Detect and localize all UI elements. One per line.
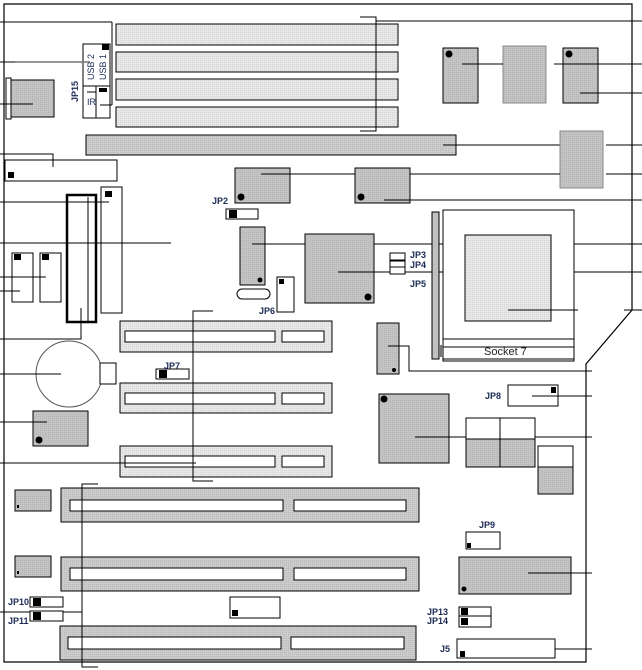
label-jp8: JP8 xyxy=(485,391,502,401)
chip-regulator xyxy=(376,322,400,375)
label-jp14: JP14 xyxy=(427,616,449,626)
label-socket-7: Socket 7 xyxy=(484,346,527,358)
label-jp3: JP3 xyxy=(410,250,427,260)
label-j5: J5 xyxy=(440,644,451,654)
dimm-slot xyxy=(85,134,457,156)
label-jp15: JP15 xyxy=(70,80,80,102)
jumper-jp8 xyxy=(507,384,592,407)
chip-system-controller xyxy=(304,233,375,304)
simm-slot-4 xyxy=(115,106,399,128)
label-jp5: JP5 xyxy=(410,279,427,289)
isa-slots xyxy=(0,483,420,668)
crystal-oscillator xyxy=(236,288,271,300)
chip-small-2 xyxy=(14,555,52,578)
simm-slot-1 xyxy=(115,23,399,46)
usb-ir-header xyxy=(0,21,113,119)
label-jp11: JP11 xyxy=(8,616,29,626)
chip-center xyxy=(502,45,547,104)
label-jp9: JP9 xyxy=(479,520,496,530)
label-jp13: JP13 xyxy=(427,607,449,617)
label-jp2: JP2 xyxy=(212,196,229,206)
jumper-jp3-jp4 xyxy=(389,252,406,275)
cpu-die xyxy=(464,234,552,322)
simm-slot-3 xyxy=(115,78,399,101)
label-jp6: JP6 xyxy=(259,306,276,316)
ide-connectors xyxy=(0,186,171,340)
power-connector xyxy=(0,153,118,182)
jumper-jp6 xyxy=(276,276,295,313)
label-usb1: USB 1 xyxy=(98,53,108,80)
label-jp4: JP4 xyxy=(410,260,427,270)
pci-slots xyxy=(0,310,333,482)
jumper-jp7 xyxy=(155,368,190,380)
simm-slots xyxy=(115,23,399,128)
chip-group-top-right xyxy=(442,45,642,104)
pin1-marker-ir xyxy=(99,88,107,92)
cpu-socket xyxy=(431,209,642,362)
com-headers xyxy=(0,252,62,303)
header-small xyxy=(229,596,281,619)
jumper-jp2 xyxy=(225,208,259,220)
jumper-jp10 xyxy=(29,596,64,608)
jumper-jp11 xyxy=(29,610,64,622)
capacitor-block xyxy=(465,417,574,495)
chip-small-1 xyxy=(14,489,52,512)
label-jp7: JP7 xyxy=(164,361,181,371)
chip-clock xyxy=(559,130,604,189)
simm-slot-2 xyxy=(115,51,399,73)
label-jp10: JP10 xyxy=(8,597,30,607)
cmos-battery xyxy=(0,340,117,408)
board-outline xyxy=(3,3,633,663)
connector-j5 xyxy=(456,638,592,659)
ide-primary xyxy=(65,193,98,324)
label-ir: IR xyxy=(87,97,96,107)
simm-bracket-line xyxy=(360,16,642,132)
label-usb2: USB 2 xyxy=(86,53,96,80)
chip-keyboard-controller xyxy=(458,556,572,595)
jumper-jp13-jp14 xyxy=(458,606,492,628)
jumper-jp9 xyxy=(465,531,501,550)
socket-lever xyxy=(431,211,440,360)
keyboard-connector xyxy=(0,77,55,120)
pin1-marker xyxy=(102,44,109,50)
ide-secondary xyxy=(100,186,123,314)
chip-south-bridge xyxy=(378,393,450,464)
chip-north-bridge xyxy=(239,226,266,286)
